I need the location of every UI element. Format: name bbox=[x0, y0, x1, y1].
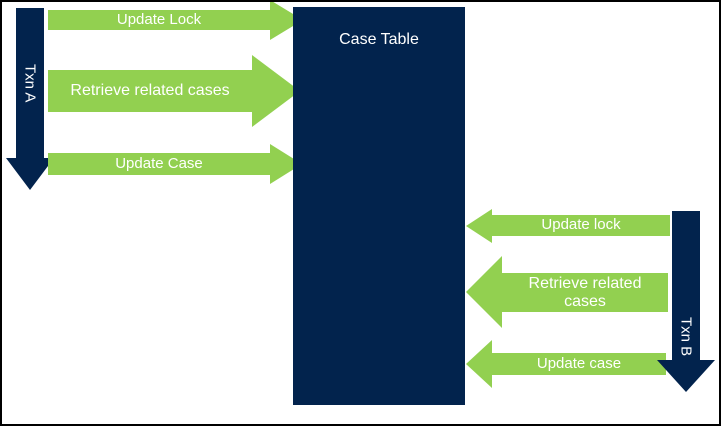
txn-a-label: Txn A bbox=[21, 63, 39, 103]
case-table-title: Case Table bbox=[339, 31, 419, 48]
txn-a-update-case-label: Update Case bbox=[115, 154, 203, 172]
txn-a-retrieve-related-cases-arrow-shaft: Retrieve related cases bbox=[48, 70, 252, 112]
txn-b-retrieve-related-cases-arrowhead-left-icon bbox=[466, 256, 502, 328]
txn-a-arrow-shaft bbox=[16, 8, 44, 158]
txn-b-update-lock-label: Update lock bbox=[541, 216, 621, 234]
txn-b-labelbox: Txn B bbox=[672, 307, 700, 367]
txn-b-update-lock-arrow-shaft: Update lock bbox=[492, 215, 670, 236]
txn-b-retrieve-related-cases-arrow-shaft: Retrieve related cases bbox=[502, 273, 668, 312]
txn-b-update-case-arrow-shaft: Update case bbox=[492, 353, 666, 375]
txn-b-retrieve-related-cases-label: Retrieve related cases bbox=[528, 274, 642, 310]
case-table: Case Table bbox=[293, 7, 465, 405]
txn-a-retrieve-related-cases-arrowhead-right-icon bbox=[252, 55, 300, 127]
txn-a-update-lock-label: Update Lock bbox=[116, 10, 202, 28]
txn-b-update-lock-arrowhead-left-icon bbox=[466, 209, 492, 243]
txn-b-arrowhead-down-icon bbox=[657, 360, 715, 392]
txn-b-update-case-label: Update case bbox=[536, 354, 622, 372]
txn-a-labelbox: Txn A bbox=[16, 8, 44, 158]
txn-b-arrow-shaft bbox=[672, 211, 700, 360]
txn-a-retrieve-related-cases-label: Retrieve related cases bbox=[70, 82, 230, 100]
txn-a-update-case-arrow-shaft: Update Case bbox=[48, 153, 270, 175]
txn-a-update-lock-arrow-shaft: Update Lock bbox=[48, 10, 270, 30]
txn-a-arrowhead-down-icon bbox=[6, 158, 54, 190]
txn-b-update-case-arrowhead-left-icon bbox=[466, 340, 492, 388]
txn-b-label: Txn B bbox=[677, 317, 695, 357]
